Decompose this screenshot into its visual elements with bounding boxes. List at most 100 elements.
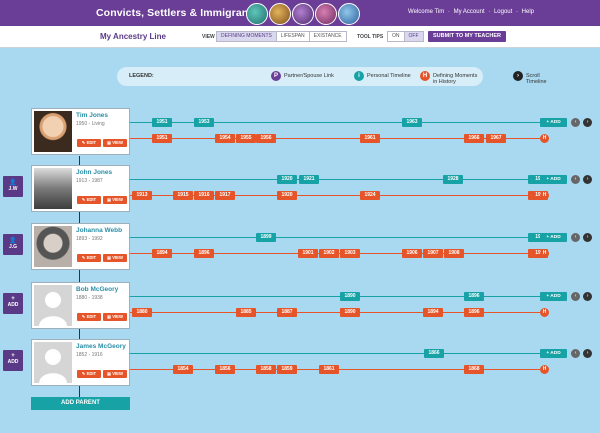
personal-event-chip[interactable]: 1928 — [443, 175, 463, 184]
scroll-left-icon[interactable]: ‹ — [571, 349, 580, 358]
history-event-chip[interactable]: 1955 — [236, 134, 256, 143]
partner-tag[interactable]: +ADD — [3, 293, 23, 314]
history-event-chip[interactable]: 1920 — [277, 191, 297, 200]
history-event-chip[interactable]: 1967 — [486, 134, 506, 143]
history-event-chip[interactable]: 1913 — [132, 191, 152, 200]
view-button[interactable]: ▤ VIEW — [103, 139, 127, 147]
history-event-chip[interactable]: 1887 — [277, 308, 297, 317]
history-event-chip[interactable]: 1908 — [444, 249, 464, 258]
personal-event-chip[interactable]: 1963 — [402, 118, 422, 127]
personal-event-chip[interactable]: 1951 — [152, 118, 172, 127]
history-icon[interactable]: H — [540, 308, 549, 317]
scroll-left-icon[interactable]: ‹ — [571, 175, 580, 184]
personal-event-chip[interactable]: 1890 — [340, 292, 360, 301]
scroll-right-icon[interactable]: › — [583, 118, 592, 127]
history-event-chip[interactable]: 1896 — [464, 308, 484, 317]
history-event-chip[interactable]: 1894 — [423, 308, 443, 317]
my-account-link[interactable]: My Account — [453, 9, 485, 15]
partner-tag[interactable]: 👤J.W — [3, 176, 23, 197]
history-event-chip[interactable]: 1915 — [173, 191, 193, 200]
history-event-chip[interactable]: 1901 — [298, 249, 318, 258]
history-event-chip[interactable]: 1906 — [402, 249, 422, 258]
scroll-left-icon[interactable]: ‹ — [571, 292, 580, 301]
scroll-right-icon[interactable]: › — [583, 175, 592, 184]
tooltips-on[interactable]: ON — [388, 32, 405, 41]
view-button[interactable]: ▤ VIEW — [103, 370, 127, 378]
history-event-chip[interactable]: 1924 — [360, 191, 380, 200]
history-event-chip[interactable]: 19 — [528, 191, 548, 200]
edit-button[interactable]: ✎ EDIT — [77, 254, 101, 262]
help-link[interactable]: Help — [521, 9, 534, 15]
view-button[interactable]: ▤ VIEW — [103, 254, 127, 262]
history-event-chip[interactable]: 1858 — [256, 365, 276, 374]
scroll-right-icon[interactable]: › — [583, 233, 592, 242]
scroll-right-icon[interactable]: › — [583, 349, 592, 358]
personal-event-chip[interactable]: 19 — [528, 233, 548, 242]
history-event-chip[interactable]: 1861 — [319, 365, 339, 374]
submit-to-teacher-button[interactable]: SUBMIT TO MY TEACHER — [428, 31, 506, 42]
history-event-chip[interactable]: 1966 — [464, 134, 484, 143]
add-event-button[interactable]: + ADD — [540, 349, 567, 358]
history-event-chip[interactable]: 19 — [528, 249, 548, 258]
add-event-button[interactable]: + ADD — [540, 118, 567, 127]
history-event-chip[interactable]: 1917 — [215, 191, 235, 200]
add-event-button[interactable]: + ADD — [540, 292, 567, 301]
history-event-chip[interactable]: 1956 — [256, 134, 276, 143]
history-icon[interactable]: H — [540, 249, 549, 258]
edit-button[interactable]: ✎ EDIT — [77, 139, 101, 147]
history-event-chip[interactable]: 1896 — [194, 249, 214, 258]
scroll-right-icon[interactable]: › — [583, 292, 592, 301]
edit-button[interactable]: ✎ EDIT — [77, 370, 101, 378]
personal-event-chip[interactable]: 1920 — [277, 175, 297, 184]
person-name[interactable]: John Jones — [76, 169, 113, 176]
scroll-left-icon[interactable]: ‹ — [571, 233, 580, 242]
person-name[interactable]: Johanna Webb — [76, 227, 123, 234]
history-event-chip[interactable]: 1854 — [173, 365, 193, 374]
history-event-chip[interactable]: 1880 — [132, 308, 152, 317]
history-icon[interactable]: H — [540, 191, 549, 200]
history-event-chip[interactable]: 1890 — [340, 308, 360, 317]
history-event-chip[interactable]: 1894 — [152, 249, 172, 258]
view-option-defining-moments[interactable]: DEFINING MOMENTS — [217, 32, 277, 41]
history-event-chip[interactable]: 1961 — [360, 134, 380, 143]
history-event-chip[interactable]: 1907 — [423, 249, 443, 258]
history-icon[interactable]: H — [540, 134, 549, 143]
partner-tag[interactable]: +ADD — [3, 350, 23, 371]
person-name[interactable]: Bob McGeory — [76, 286, 119, 293]
tooltips-off[interactable]: OFF — [404, 32, 423, 41]
person-name[interactable]: Tim Jones — [76, 112, 109, 119]
history-event-chip[interactable]: 1902 — [319, 249, 339, 258]
edit-button[interactable]: ✎ EDIT — [77, 196, 101, 204]
personal-event-chip[interactable]: 1921 — [299, 175, 319, 184]
partner-tag[interactable]: 👤J.G — [3, 234, 23, 255]
add-event-button[interactable]: + ADD — [540, 175, 567, 184]
add-event-button[interactable]: + ADD — [540, 233, 567, 242]
history-event-chip[interactable]: 1951 — [152, 134, 172, 143]
history-event-chip[interactable]: 1916 — [194, 191, 214, 200]
history-event-chip[interactable]: 1868 — [464, 365, 484, 374]
history-event-chip[interactable]: 1885 — [236, 308, 256, 317]
history-icon[interactable]: H — [540, 365, 549, 374]
add-parent-button[interactable]: ADD PARENT — [31, 397, 130, 410]
personal-event-chip[interactable]: 1896 — [464, 292, 484, 301]
history-event-chip[interactable]: 1954 — [215, 134, 235, 143]
person-name[interactable]: James McGeory — [76, 343, 126, 350]
view-option-existance[interactable]: EXISTANCE — [309, 32, 346, 41]
view-option-lifespan[interactable]: LIFESPAN — [276, 32, 310, 41]
edit-button[interactable]: ✎ EDIT — [77, 313, 101, 321]
personal-event-chip[interactable]: 1899 — [256, 233, 276, 242]
view-button[interactable]: ▤ VIEW — [103, 196, 127, 204]
personal-event-chip[interactable]: 1953 — [194, 118, 214, 127]
history-event-chip[interactable]: 1903 — [340, 249, 360, 258]
personal-event-chip[interactable]: 19 — [528, 175, 548, 184]
history-event-chip[interactable]: 1856 — [215, 365, 235, 374]
view-button[interactable]: ▤ VIEW — [103, 313, 127, 321]
logout-link[interactable]: Logout — [493, 9, 513, 15]
scroll-left-icon[interactable]: ‹ — [571, 118, 580, 127]
history-event-chip[interactable]: 1859 — [277, 365, 297, 374]
